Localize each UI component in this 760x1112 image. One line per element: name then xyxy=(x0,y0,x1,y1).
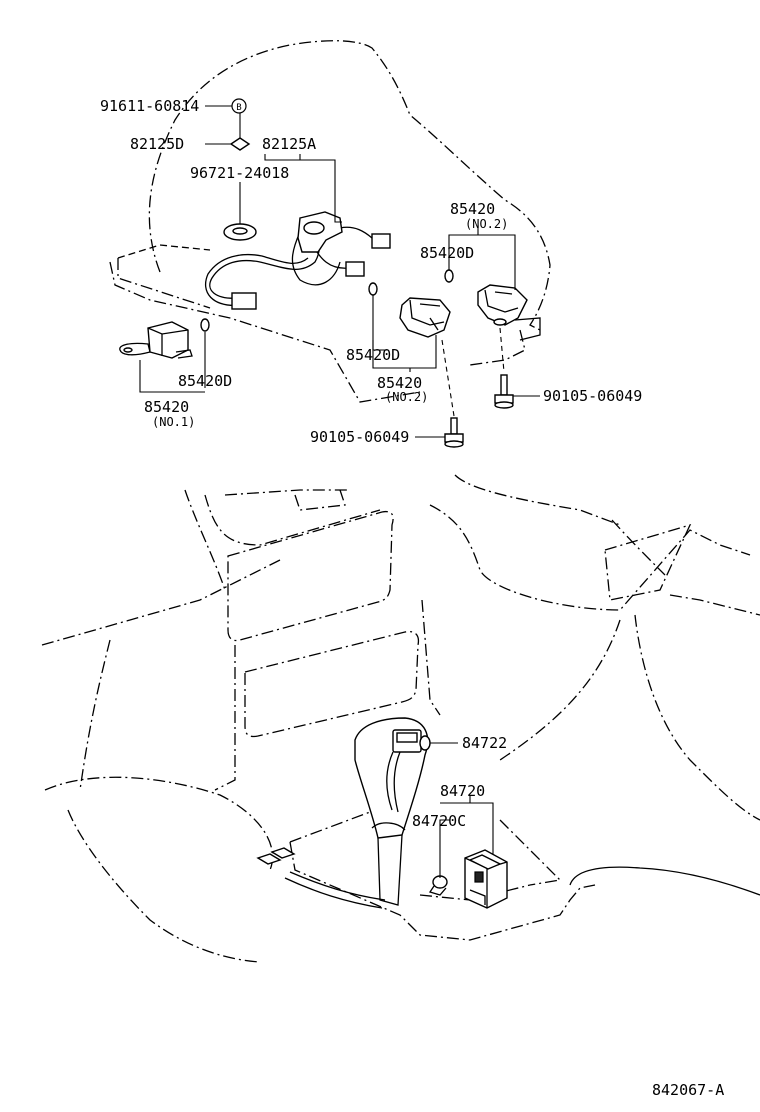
label-85420-no1-sub: (NO.1) xyxy=(152,415,195,429)
harness-connector-mid xyxy=(345,261,365,277)
label-91611-60814: 91611-60814 xyxy=(100,97,199,115)
vent-panel-bottom xyxy=(244,630,420,738)
floor-edge-right xyxy=(469,329,526,366)
dashboard-outline xyxy=(41,559,281,646)
part-labels: 91611-60814 82125D 82125A 96721-24018 85… xyxy=(100,97,724,1099)
wire-harness xyxy=(204,211,391,310)
floor-edge-top xyxy=(117,244,211,259)
console-wire xyxy=(256,847,386,909)
label-85420d-left: 85420D xyxy=(178,372,232,390)
clip-right xyxy=(444,269,454,283)
reference-number: 842067-A xyxy=(652,1081,724,1099)
clip-mid xyxy=(368,282,378,296)
switch-84720 xyxy=(464,849,508,909)
label-85420d-mid: 85420D xyxy=(346,346,400,364)
label-85420-no2-mid: 85420 xyxy=(377,374,422,392)
leader-lines-upper xyxy=(139,105,540,438)
label-85420-no1: 85420 xyxy=(144,398,189,416)
label-84720c: 84720C xyxy=(412,812,466,830)
bolt-marker: B xyxy=(231,98,247,114)
floor-edge-left xyxy=(109,261,421,403)
label-82125d: 82125D xyxy=(130,135,184,153)
floor-edge-back xyxy=(117,258,211,309)
grommet-96721 xyxy=(223,223,257,241)
leader-lines-lower xyxy=(430,742,494,878)
bolt-marker-letter: B xyxy=(236,103,241,113)
sensor-no2-mid xyxy=(399,297,451,338)
label-90105-06049-right: 90105-06049 xyxy=(543,387,642,405)
label-84720: 84720 xyxy=(440,782,485,800)
label-84722: 84722 xyxy=(462,734,507,752)
lower-panel-left xyxy=(44,776,274,871)
bolt-right xyxy=(494,374,514,409)
switch-84722 xyxy=(386,729,431,813)
vent-panel-top xyxy=(227,510,394,642)
clip-84720c xyxy=(428,875,448,896)
label-90105-06049-left: 90105-06049 xyxy=(310,428,409,446)
trim-edge xyxy=(569,866,760,896)
diamond-washer xyxy=(229,137,251,151)
label-85420-no2-mid-sub: (NO.2) xyxy=(385,390,428,404)
sensor-no2-right xyxy=(477,284,528,326)
label-82125a: 82125A xyxy=(262,135,316,153)
upper-assembly: B xyxy=(109,40,551,448)
label-85420-no2-top: 85420 xyxy=(450,200,495,218)
floor-step xyxy=(514,317,541,341)
label-85420d-right: 85420D xyxy=(420,244,474,262)
label-96721-24018: 96721-24018 xyxy=(190,164,289,182)
label-85420-no2-top-sub: (NO.2) xyxy=(465,217,508,231)
clip-left xyxy=(200,318,210,332)
harness-connector-right xyxy=(371,233,391,249)
bolt-left xyxy=(444,417,464,448)
housing-outline xyxy=(148,40,551,331)
lower-assembly xyxy=(41,474,760,963)
harness-connector-left xyxy=(231,292,257,310)
sensor-no1 xyxy=(119,321,193,359)
